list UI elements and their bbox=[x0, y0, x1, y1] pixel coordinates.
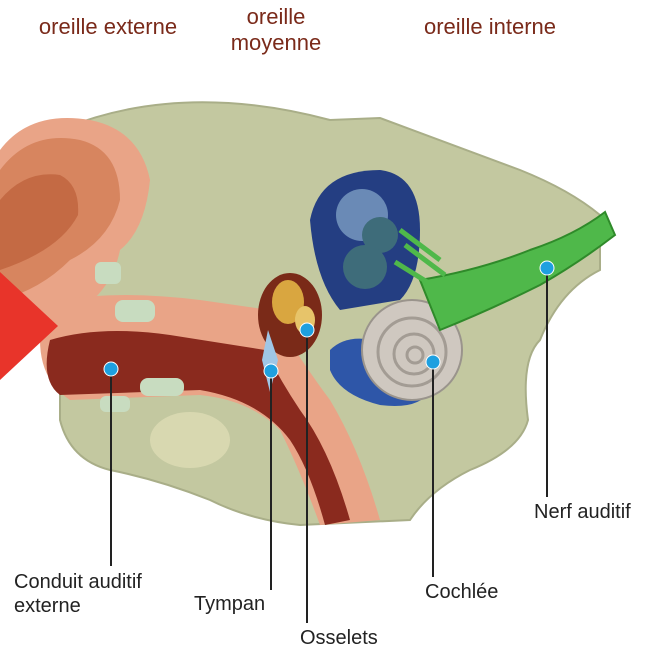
label-cochlee: Cochlée bbox=[425, 580, 498, 604]
cartilage-2 bbox=[115, 300, 155, 322]
label-nerf-auditif: Nerf auditif bbox=[534, 500, 631, 524]
region-middle-ear-title: oreille moyenne bbox=[206, 4, 346, 56]
region-outer-ear-title: oreille externe bbox=[20, 14, 196, 40]
region-middle-ear-line1: oreille bbox=[206, 4, 346, 30]
label-conduit-line2: externe bbox=[14, 594, 204, 618]
cartilage-1 bbox=[95, 262, 121, 284]
marker-cochlee bbox=[426, 355, 440, 369]
region-inner-ear-title: oreille interne bbox=[390, 14, 590, 40]
label-conduit-line1: Conduit auditif bbox=[14, 570, 204, 594]
region-middle-ear-line2: moyenne bbox=[206, 30, 346, 56]
cartilage-4 bbox=[100, 396, 130, 412]
marker-tympan bbox=[264, 364, 278, 378]
marker-conduit bbox=[104, 362, 118, 376]
label-osselets: Osselets bbox=[300, 626, 378, 650]
cartilage-3 bbox=[140, 378, 184, 396]
marker-osselets bbox=[300, 323, 314, 337]
jaw-bone bbox=[150, 412, 230, 468]
marker-nerf bbox=[540, 261, 554, 275]
vestibule-sac-2 bbox=[343, 245, 387, 289]
label-tympan: Tympan bbox=[194, 592, 265, 616]
label-conduit-auditif: Conduit auditif externe bbox=[14, 570, 204, 618]
